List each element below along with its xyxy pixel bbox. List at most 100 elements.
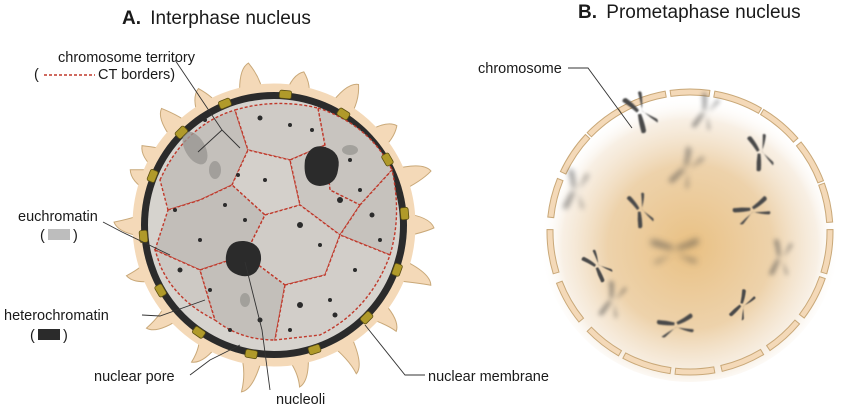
leader-lines	[102, 59, 425, 391]
chromatid-arm	[650, 239, 674, 250]
nuclear-pore	[218, 97, 232, 110]
nuclear-pore	[359, 310, 374, 325]
chromosome	[650, 237, 699, 264]
label-ct-open: (	[34, 67, 39, 83]
chromatid-arm	[706, 99, 720, 113]
heterochromatin-swatch	[38, 329, 60, 340]
chromatid-arm	[656, 319, 675, 326]
heterochromatin-speck	[177, 267, 183, 273]
heterochromatin-speck	[288, 123, 292, 127]
nuclear-pore	[192, 325, 206, 339]
heterochromatin-speck	[236, 173, 240, 177]
chromatid-arm	[676, 237, 699, 250]
heterochromatin-speck	[378, 238, 382, 242]
membrane-fragment	[795, 141, 825, 184]
chromosome	[729, 289, 756, 321]
chromatid-arm	[761, 151, 774, 166]
heterochromatin-speck	[328, 298, 332, 302]
chromosome	[668, 146, 705, 189]
nucleolus	[225, 240, 262, 277]
chromosome	[562, 169, 589, 210]
euchromatin-blob	[209, 161, 221, 179]
nuclear-pore	[381, 152, 394, 167]
chromatid-arm	[653, 252, 675, 264]
membrane-fragment	[759, 108, 799, 143]
nuclear-pore	[399, 207, 410, 221]
chromosome	[732, 196, 771, 225]
chromosome	[747, 133, 774, 172]
chromatid-arm	[609, 280, 614, 299]
chromatid-arm	[668, 167, 685, 183]
nuclear-pore	[278, 89, 292, 100]
leader-line	[364, 324, 425, 376]
heterochromatin-speck	[263, 178, 267, 182]
chromatid-arm	[756, 153, 762, 172]
panel-a-title-text: Interphase nucleus	[150, 8, 311, 29]
panel-b: B. Prometaphase nucleus chromosome	[478, 2, 840, 382]
chromatid-arm	[687, 156, 705, 169]
chromosome	[622, 91, 658, 134]
chromatid-arm	[740, 289, 746, 304]
leader-line	[102, 221, 171, 256]
leader-line	[221, 129, 241, 149]
chromatid-arm	[576, 173, 589, 191]
territory	[274, 234, 391, 341]
membrane-fragment	[720, 348, 765, 372]
panel-a-letter: A.	[122, 8, 141, 29]
euchromatin-blob	[342, 145, 358, 155]
chromatid-arm	[562, 190, 575, 210]
panel-a: A. Interphase nucleus	[4, 8, 549, 408]
chromosome	[581, 249, 613, 283]
chromatid-arm	[752, 211, 771, 215]
chromatid-arm	[576, 190, 584, 210]
chromatid-arm	[641, 111, 658, 123]
chromatid-arm	[637, 113, 647, 134]
nuclear-pore	[146, 169, 159, 183]
membrane-fragment	[586, 326, 623, 357]
heterochromatin-speck	[348, 158, 352, 162]
membrane-fragment	[798, 275, 826, 319]
heterochromatin-speck	[173, 208, 177, 212]
membrane-fragment	[669, 88, 711, 97]
membrane-rim	[132, 83, 416, 367]
heterochromatin-speck	[243, 218, 247, 222]
label-heterochromatin-close: )	[63, 328, 68, 344]
chromosome	[626, 192, 654, 229]
chromatid-arm	[761, 133, 766, 152]
chromatid-arm	[685, 169, 689, 189]
membrane-fragment	[555, 280, 585, 323]
heterochromatin-speck	[310, 128, 314, 132]
heterochromatin-speck	[332, 312, 338, 318]
label-euchromatin-close: )	[73, 228, 78, 244]
nuclear-pore	[174, 125, 189, 140]
chromosome	[656, 313, 694, 338]
chromatid-arm	[598, 299, 612, 316]
chromatid-arm	[592, 249, 599, 265]
heterochromatin-speck	[198, 238, 202, 242]
leader-line	[568, 67, 633, 129]
chromatid-arm	[751, 196, 767, 210]
chromatid-arm	[637, 91, 643, 111]
chromatid-arm	[739, 211, 753, 225]
chromatid-arm	[773, 239, 781, 257]
chromatid-arm	[598, 264, 613, 272]
chromatid-arm	[626, 196, 640, 211]
chromosome	[598, 280, 627, 319]
label-nucleoli: nucleoli	[276, 392, 325, 408]
chromosomes	[562, 91, 793, 338]
membrane-fragment	[820, 228, 834, 275]
chromatid-arm	[613, 287, 627, 301]
chromatid-arm	[641, 192, 645, 210]
membrane-fragment	[547, 177, 564, 219]
heterochromatin-speck	[257, 115, 263, 121]
membrane-fragment	[586, 107, 623, 138]
chromatid-arm	[729, 304, 742, 317]
prometaphase-nucleoplasm	[540, 82, 840, 382]
label-euchromatin-open: (	[40, 228, 45, 244]
heterochromatin-speck	[318, 243, 322, 247]
label-chromosome: chromosome	[478, 61, 562, 77]
label-nuclear-pore: nuclear pore	[94, 369, 175, 385]
membrane-fragment	[559, 133, 591, 175]
chromatid-arm	[581, 256, 596, 267]
chromatid-arm	[675, 252, 697, 264]
